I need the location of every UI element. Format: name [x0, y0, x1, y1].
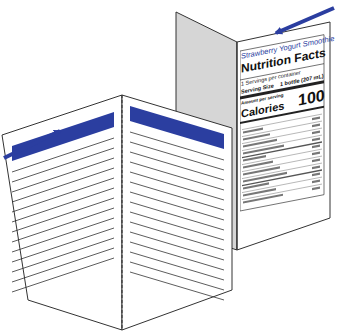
- label-row: [242, 170, 322, 186]
- label-row-text: [243, 188, 276, 197]
- text-line: [12, 238, 114, 272]
- label-row-value: [312, 151, 320, 155]
- label-row-value: [312, 186, 320, 190]
- text-line: [12, 168, 114, 202]
- text-line: [12, 248, 114, 282]
- label-row-value: [312, 144, 320, 148]
- text-lines: [12, 132, 224, 300]
- text-line: [12, 188, 114, 222]
- label-row-value: [312, 123, 320, 127]
- label-row-text: [243, 161, 273, 169]
- text-line: [12, 178, 114, 212]
- label-row: [242, 142, 322, 158]
- text-line: [12, 198, 114, 232]
- nutrition-label: Strawberry Yogurt SmoothieNutrition Fact…: [240, 29, 326, 216]
- label-row: [242, 163, 322, 179]
- label-row-value: [312, 130, 320, 134]
- text-line: [130, 272, 224, 300]
- text-line: [12, 158, 114, 192]
- fold-line-dashed: [122, 95, 123, 330]
- text-line: [12, 258, 114, 292]
- text-line: [12, 228, 114, 262]
- front-left-panel: [2, 95, 122, 330]
- label-row: [242, 156, 322, 172]
- fold-line: [237, 42, 238, 250]
- label-row: [242, 149, 322, 165]
- label-row: [242, 177, 322, 193]
- text-line: [12, 148, 114, 182]
- push-arrow: [276, 8, 334, 33]
- label-row-text: [243, 182, 269, 189]
- label-row-value: [312, 172, 320, 176]
- label-row: [242, 121, 322, 137]
- push-arrow: [4, 131, 60, 158]
- label-row-text: [243, 194, 283, 204]
- blue-bar: [130, 106, 224, 149]
- blue-bar: [12, 112, 114, 161]
- label-row-value: [312, 137, 320, 141]
- text-line: [12, 138, 114, 172]
- label-row: [242, 135, 322, 151]
- label-row-text: [243, 166, 280, 175]
- label-row-text: [243, 139, 277, 148]
- calories-value: 100: [298, 88, 325, 109]
- text-line: [12, 218, 114, 252]
- label-rows: [242, 114, 322, 204]
- label-row-text: [243, 133, 270, 140]
- label-row: [242, 128, 322, 144]
- label-row-value: [312, 116, 320, 120]
- label-row-value: [312, 165, 320, 169]
- label-row-value: [312, 158, 320, 162]
- label-row: [242, 184, 322, 200]
- label-row-text: [243, 128, 263, 134]
- label-row-value: [312, 179, 320, 183]
- front-right-panel: [122, 95, 232, 330]
- text-line: [12, 208, 114, 242]
